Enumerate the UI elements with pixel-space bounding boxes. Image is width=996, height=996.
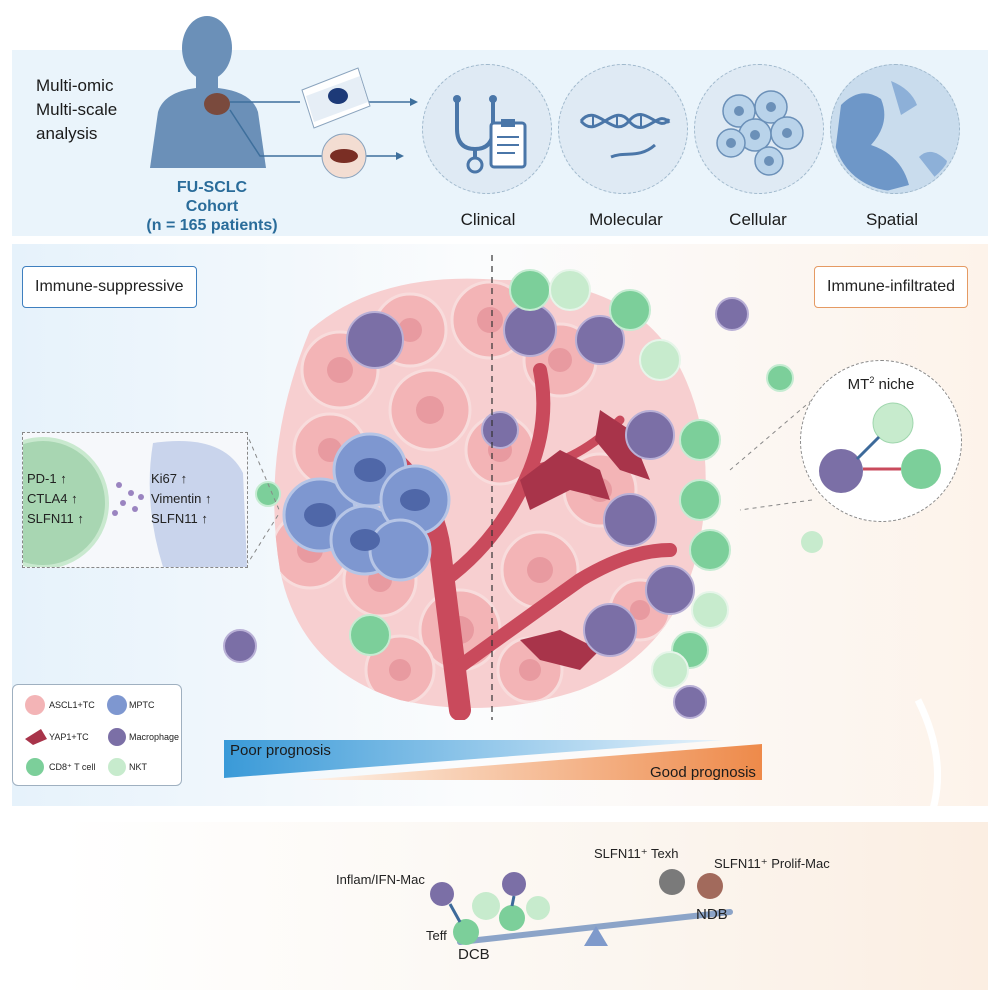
immune-suppressive-label: Immune-suppressive [22, 266, 197, 308]
legend-cd8: CD8⁺ T cell [49, 762, 96, 772]
left-marker-list: PD-1 ↑ CTLA4 ↑ SLFN11 ↑ [27, 469, 84, 529]
cell-cluster-icon [716, 90, 804, 176]
balance-scale [430, 869, 733, 946]
up-arrow-icon: ↑ [201, 511, 208, 526]
zoom-cells-art [23, 437, 247, 567]
dna-helix-icon [579, 113, 671, 159]
mt2-niche-circle: MT2 niche [800, 360, 962, 522]
tumor-illustration [274, 255, 731, 720]
teff-label: Teff [426, 928, 447, 943]
analysis-line-2: Multi-scale [36, 100, 118, 119]
macrophage-cells [346, 303, 695, 657]
slide-stack-icon [301, 67, 371, 129]
cohort-line-2: Cohort [185, 198, 239, 215]
clinical-label: Clinical [460, 210, 516, 229]
molecular-circle [558, 64, 688, 194]
cell-legend: ASCL1+TC MPTC YAP1+TC Macrophage CD8⁺ T … [12, 684, 182, 786]
texh-label: SLFN11⁺ Texh [594, 846, 679, 861]
cohort-label: FU-SCLC Cohort (n = 165 patients) [142, 178, 282, 235]
analysis-label: Multi-omic Multi-scale analysis [36, 74, 117, 146]
marker-pd1: PD-1 [27, 471, 57, 486]
left-zoom-box: PD-1 ↑ CTLA4 ↑ SLFN11 ↑ Ki67 ↑ Vimentin … [22, 432, 248, 568]
marker-slfn11-t: SLFN11 [27, 511, 74, 526]
bottom-panel [60, 822, 988, 990]
inflam-mac-label: Inflam/IFN-Mac [336, 872, 425, 887]
analysis-line-3: analysis [36, 124, 98, 143]
balance-beam [457, 909, 733, 945]
right-marker-list: Ki67 ↑ Vimentin ↑ SLFN11 ↑ [151, 469, 211, 529]
legend-mptc: MPTC [129, 700, 155, 710]
legend-nkt: NKT [129, 762, 147, 772]
tissue-section-icon [321, 133, 367, 179]
cd8-t-cells [349, 269, 731, 669]
cd8-legend-icon [26, 758, 44, 776]
poor-prognosis-wedge [224, 740, 724, 778]
patient-silhouette [150, 16, 266, 168]
spatial-map-icon [833, 81, 947, 191]
niche-art [819, 402, 941, 493]
immune-infiltrated-label: Immune-infiltrated [814, 266, 969, 308]
good-prognosis-label: Good prognosis [650, 764, 756, 781]
prolif-mac-label: SLFN11⁺ Prolif-Mac [714, 856, 830, 871]
legend-macrophage: Macrophage [129, 732, 180, 742]
marker-ki67: Ki67 [151, 471, 178, 486]
marker-vimentin: Vimentin [151, 491, 202, 506]
spatial-label: Spatial [866, 210, 918, 229]
yap1-legend-icon [25, 729, 47, 745]
texh-cell-icon [659, 869, 685, 895]
cellular-circle [694, 64, 824, 194]
cohort-line-1: FU-SCLC [176, 179, 248, 196]
clinical-circle [422, 64, 552, 194]
dcb-cells [430, 872, 550, 945]
ndb-label: NDB [696, 906, 728, 923]
up-arrow-icon: ↑ [71, 491, 78, 506]
up-arrow-icon: ↑ [60, 471, 67, 486]
cellular-label: Cellular [729, 210, 787, 229]
nkt-cells [549, 269, 729, 689]
niche-label: MT2 niche [847, 375, 915, 393]
nkt-legend-icon [108, 758, 126, 776]
yap1-tumor-cells [520, 410, 650, 670]
legend-ascl1: ASCL1+TC [49, 700, 95, 710]
macrophage-legend-icon [108, 728, 126, 746]
up-arrow-icon: ↑ [180, 471, 188, 486]
up-arrow-icon: ↑ [77, 511, 84, 526]
sample-arrows [229, 67, 418, 179]
mptc-legend-icon [107, 695, 127, 715]
good-prognosis-wedge [304, 744, 762, 780]
legend-yap1: YAP1+TC [49, 732, 89, 742]
fulcrum-icon [584, 926, 608, 946]
dcb-label: DCB [458, 946, 490, 963]
spatial-circle [830, 64, 960, 194]
marker-ctla4: CTLA4 [27, 491, 68, 506]
prognosis-gradient [224, 740, 762, 780]
ascl1-legend-icon [25, 695, 45, 715]
up-arrow-icon: ↑ [204, 491, 212, 506]
marker-slfn11-tumor: SLFN11 [151, 511, 198, 526]
molecular-label: Molecular [589, 210, 663, 229]
analysis-line-1: Multi-omic [36, 76, 114, 95]
stethoscope-icon [453, 95, 527, 174]
prolif-mac-icon [697, 873, 723, 899]
poor-prognosis-label: Poor prognosis [230, 742, 331, 759]
cohort-line-3: (n = 165 patients) [146, 217, 278, 234]
